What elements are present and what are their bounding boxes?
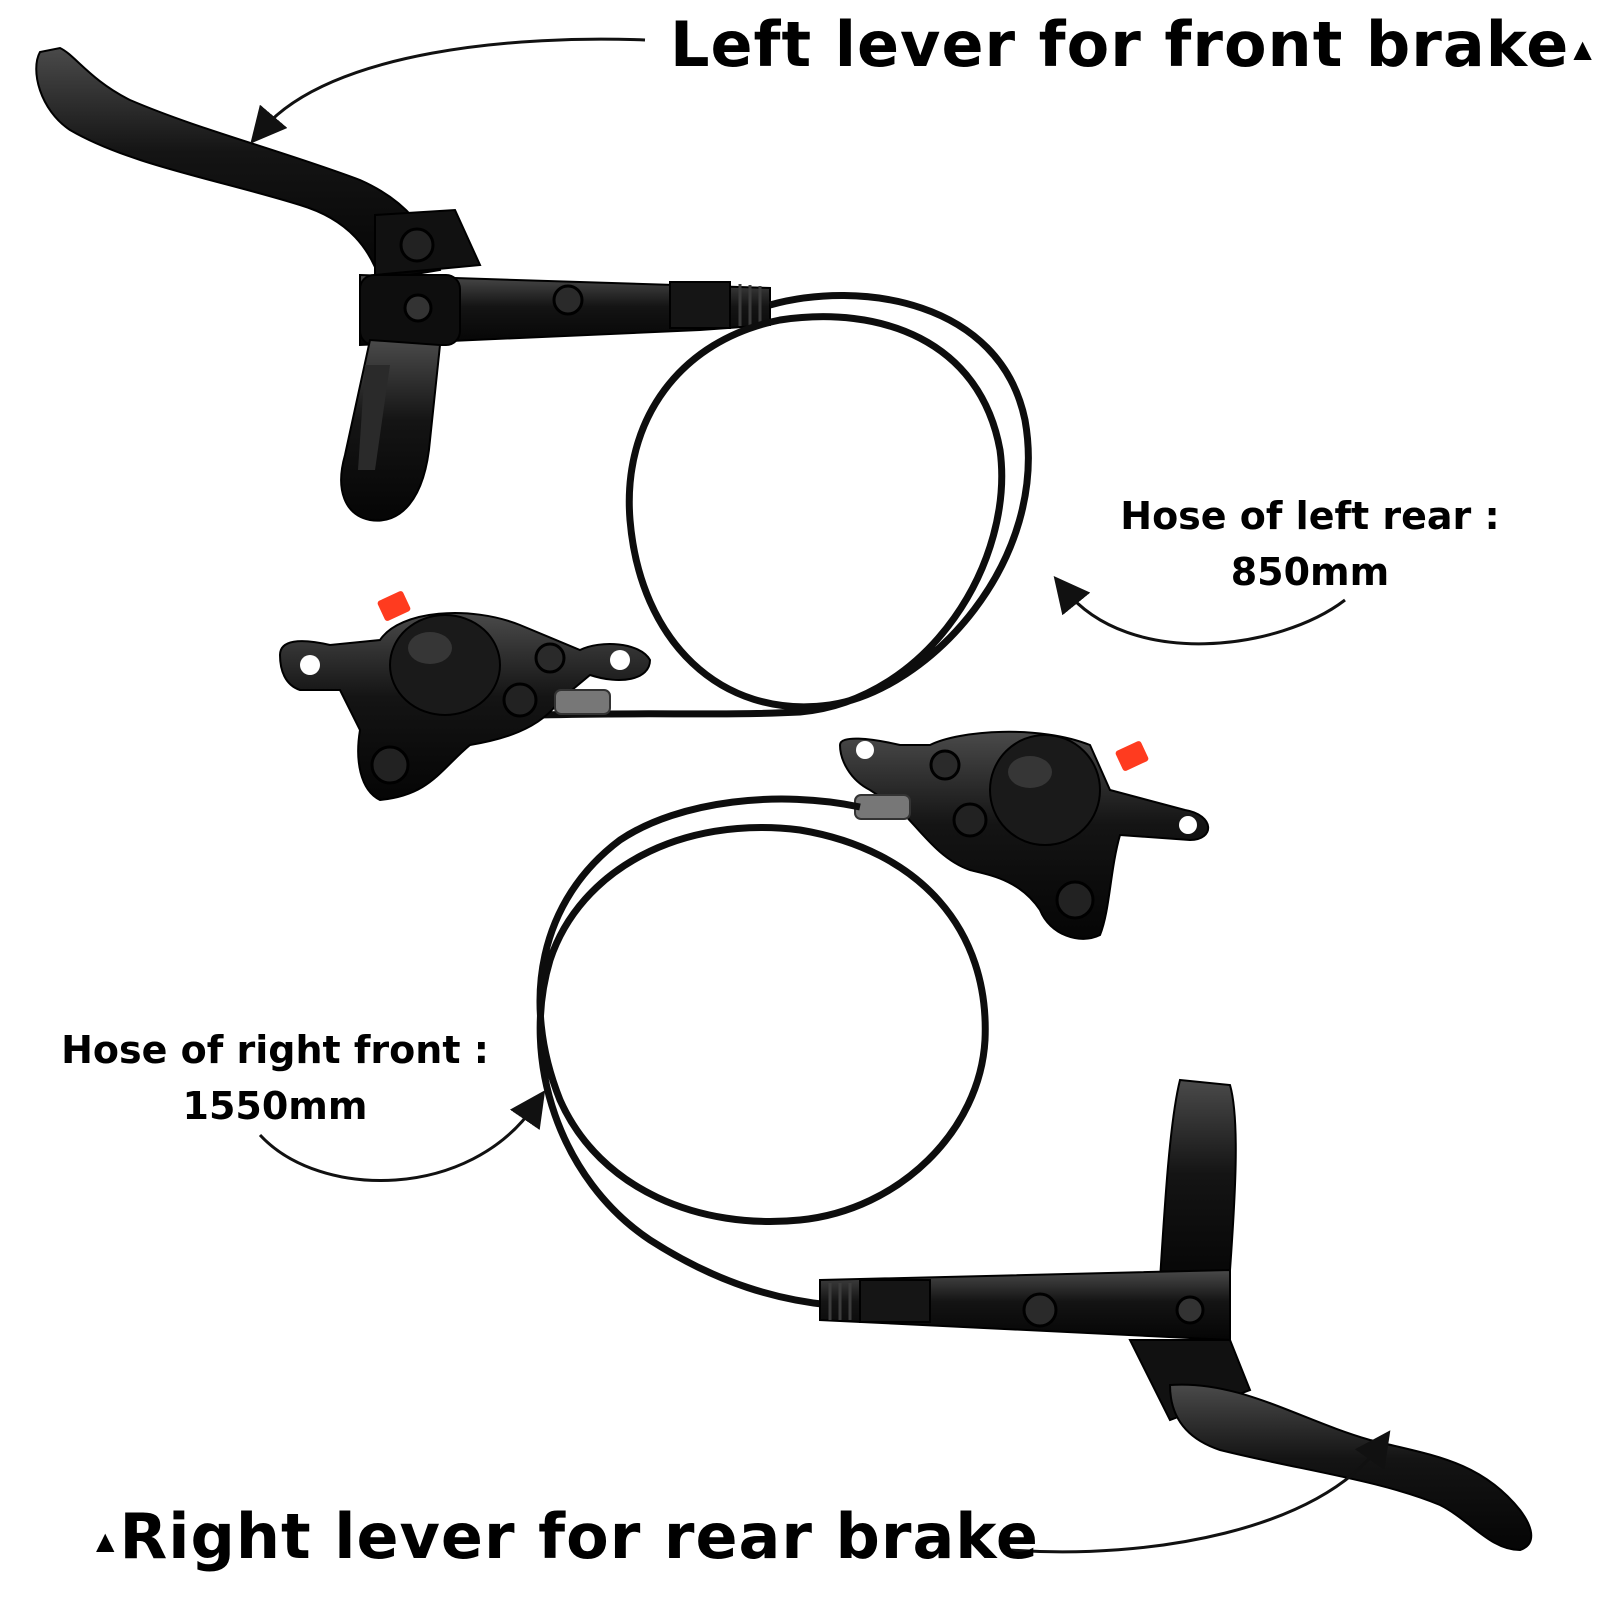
- right-rear-brake-lever: [819, 1078, 1533, 1552]
- rear-lever-arrow: [1009, 1430, 1391, 1554]
- left-brake-caliper: [278, 591, 652, 802]
- right-front-hose-label-line1: Hose of right front :: [61, 1028, 489, 1072]
- left-hose-arrow: [1053, 576, 1346, 646]
- right-front-hose-coil: [536, 795, 989, 1309]
- right-hose-arrow: [258, 1090, 546, 1182]
- front-brake-title-text: Left lever for front brake: [670, 8, 1570, 81]
- front-brake-title: Left lever for front brake▲: [670, 8, 1597, 81]
- rear-brake-title-text: Right lever for rear brake: [119, 1500, 1039, 1573]
- left-rear-hose-label-line2: 850mm: [1230, 550, 1390, 594]
- triangle-marker-icon: ▲: [1573, 34, 1593, 63]
- annotation-arrows: [250, 37, 1391, 1554]
- rear-brake-title: ▲Right lever for rear brake: [92, 1500, 1039, 1573]
- left-front-brake-lever: [35, 46, 771, 522]
- triangle-marker-icon: ▲: [96, 1526, 116, 1555]
- left-rear-hose-label-line1: Hose of left rear :: [1120, 494, 1500, 538]
- right-front-hose-label: Hose of right front : 1550mm: [40, 1022, 510, 1134]
- right-front-hose-label-line2: 1550mm: [182, 1084, 368, 1128]
- left-rear-hose-label: Hose of left rear : 850mm: [1110, 488, 1510, 600]
- left-rear-hose-coil: [539, 292, 1032, 719]
- front-lever-arrow: [250, 37, 646, 144]
- right-brake-caliper: [838, 730, 1210, 940]
